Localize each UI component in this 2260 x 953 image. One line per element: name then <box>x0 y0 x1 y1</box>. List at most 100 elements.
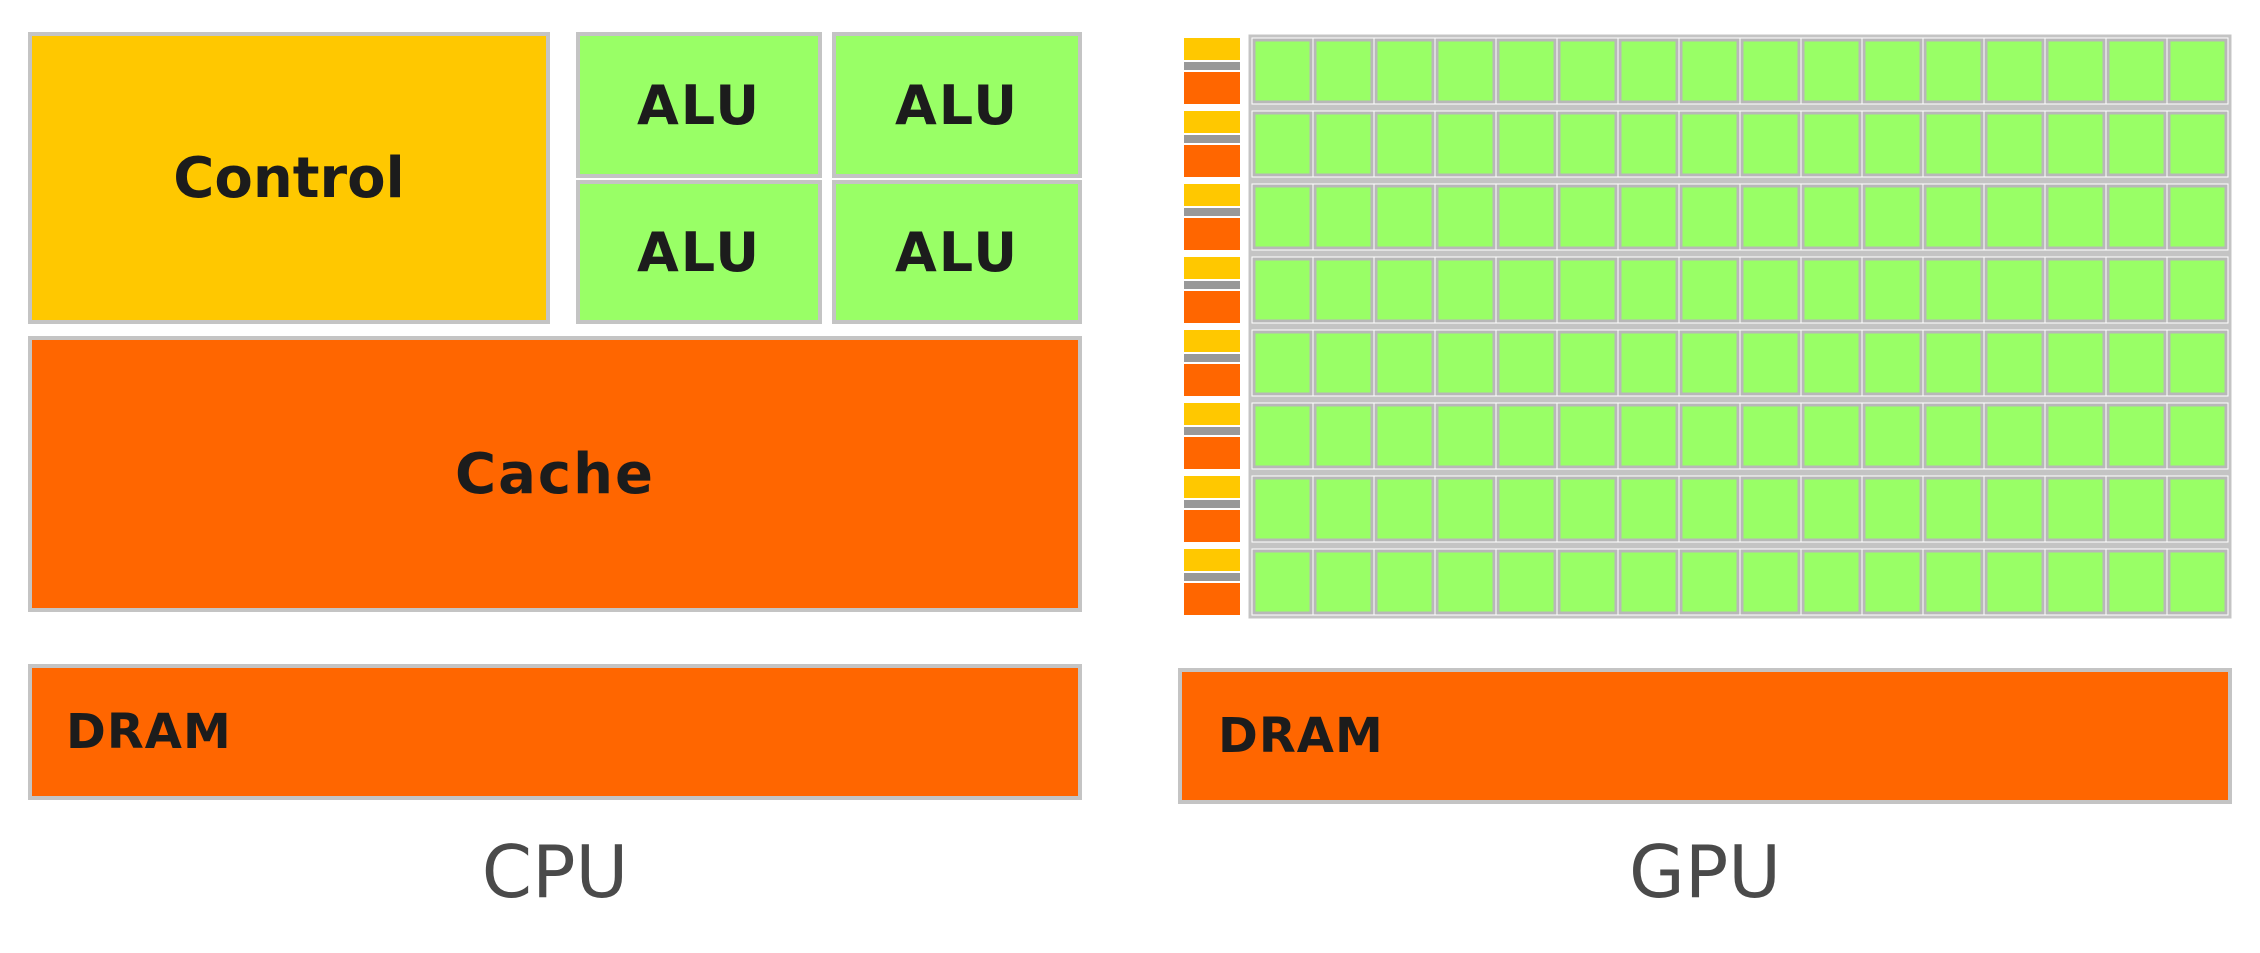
gpu-alu-cell <box>1557 549 1618 615</box>
gpu-alu-cell <box>2106 38 2167 104</box>
gpu-alu-cell <box>1740 111 1801 177</box>
gpu-divider <box>1184 573 1240 581</box>
gpu-alu-cell <box>2045 111 2106 177</box>
gpu-alu-cell <box>2045 476 2106 542</box>
gpu-alu-cell <box>1618 257 1679 323</box>
gpu-alu-cell <box>1679 403 1740 469</box>
gpu-alu-cell <box>1984 111 2045 177</box>
gpu-alu-cell <box>1679 476 1740 542</box>
gpu-alu-cell <box>2167 111 2228 177</box>
cpu-alu-label: ALU <box>894 220 1020 284</box>
gpu-alu-cell <box>1740 330 1801 396</box>
gpu-control-block <box>1184 403 1240 425</box>
gpu-alu-cell <box>2167 403 2228 469</box>
gpu-alu-cell <box>1801 184 1862 250</box>
gpu-alu-cell <box>1923 38 1984 104</box>
gpu-alu-cell <box>1374 184 1435 250</box>
gpu-control-block <box>1184 257 1240 279</box>
gpu-alu-cell <box>1374 111 1435 177</box>
gpu-cache-block <box>1184 510 1240 542</box>
gpu-alu-cell <box>1740 476 1801 542</box>
gpu-alu-cell <box>1801 38 1862 104</box>
gpu-alu-cell <box>1374 549 1435 615</box>
cpu-control-block: Control <box>28 32 550 324</box>
gpu-alu-cell <box>1801 549 1862 615</box>
gpu-alu-cell <box>1496 549 1557 615</box>
gpu-control-block <box>1184 111 1240 133</box>
gpu-alu-cell <box>2106 476 2167 542</box>
gpu-alu-cell <box>1313 111 1374 177</box>
gpu-alu-cell <box>1496 111 1557 177</box>
gpu-alu-cell <box>2045 403 2106 469</box>
gpu-control-block <box>1184 476 1240 498</box>
gpu-alu-cell <box>1923 549 1984 615</box>
gpu-alu-cell <box>1862 330 1923 396</box>
gpu-alu-cell <box>1801 476 1862 542</box>
gpu-alu-cell <box>1252 549 1313 615</box>
cpu-alu-block: ALU <box>832 180 1082 324</box>
gpu-alu-cell <box>1557 257 1618 323</box>
gpu-alu-cell <box>1862 38 1923 104</box>
gpu-control-block <box>1184 549 1240 571</box>
gpu-alu-cell <box>1679 330 1740 396</box>
gpu-alu-cell <box>1923 257 1984 323</box>
gpu-alu-cell <box>1740 549 1801 615</box>
gpu-divider <box>1184 62 1240 70</box>
gpu-alu-cell <box>2106 184 2167 250</box>
gpu-alu-cell <box>2106 111 2167 177</box>
gpu-alu-cell <box>1801 403 1862 469</box>
cpu-dram-label: DRAM <box>66 704 232 760</box>
gpu-alu-cell <box>1374 257 1435 323</box>
gpu-alu-cell <box>1740 403 1801 469</box>
gpu-alu-cell <box>1252 111 1313 177</box>
cpu-alu-block: ALU <box>576 32 822 178</box>
gpu-alu-cell <box>1374 403 1435 469</box>
gpu-alu-cell <box>1801 330 1862 396</box>
gpu-alu-cell <box>1618 38 1679 104</box>
gpu-alu-cell <box>1496 257 1557 323</box>
cpu-alu-block: ALU <box>832 32 1082 178</box>
gpu-alu-cell <box>1923 403 1984 469</box>
gpu-alu-cell <box>1374 476 1435 542</box>
gpu-alu-cell <box>1618 549 1679 615</box>
gpu-alu-cell <box>1496 476 1557 542</box>
gpu-alu-cell <box>1435 184 1496 250</box>
cpu-alu-label: ALU <box>636 73 762 137</box>
gpu-cache-block <box>1184 364 1240 396</box>
gpu-alu-cell <box>1435 257 1496 323</box>
gpu-alu-cell <box>1435 476 1496 542</box>
gpu-alu-cell <box>1252 403 1313 469</box>
gpu-alu-cell <box>1557 403 1618 469</box>
gpu-alu-cell <box>2167 549 2228 615</box>
gpu-alu-cell <box>2045 38 2106 104</box>
gpu-alu-cell <box>2045 257 2106 323</box>
gpu-alu-cell <box>1557 330 1618 396</box>
gpu-alu-cell <box>1496 330 1557 396</box>
cpu-cache-label: Cache <box>455 441 655 507</box>
gpu-alu-cell <box>1252 330 1313 396</box>
gpu-alu-cell <box>1313 476 1374 542</box>
gpu-divider <box>1184 208 1240 216</box>
gpu-alu-cell <box>1923 184 1984 250</box>
gpu-alu-cell <box>1557 38 1618 104</box>
gpu-alu-cell <box>1435 111 1496 177</box>
gpu-alu-cell <box>1618 403 1679 469</box>
gpu-alu-cell <box>1923 111 1984 177</box>
gpu-alu-cell <box>1252 38 1313 104</box>
gpu-alu-cell <box>2106 403 2167 469</box>
gpu-alu-cell <box>1557 184 1618 250</box>
gpu-control-block <box>1184 184 1240 206</box>
cpu-dram-block: DRAM <box>28 664 1082 800</box>
gpu-alu-cell <box>1435 549 1496 615</box>
cpu-control-label: Control <box>173 145 405 211</box>
gpu-divider <box>1184 427 1240 435</box>
gpu-alu-cell <box>1740 38 1801 104</box>
gpu-alu-cell <box>1984 257 2045 323</box>
gpu-alu-cell <box>1740 184 1801 250</box>
gpu-alu-cell <box>1679 38 1740 104</box>
gpu-alu-cell <box>1923 476 1984 542</box>
gpu-alu-cell <box>1374 330 1435 396</box>
gpu-alu-cell <box>1679 549 1740 615</box>
gpu-alu-cell <box>1374 38 1435 104</box>
